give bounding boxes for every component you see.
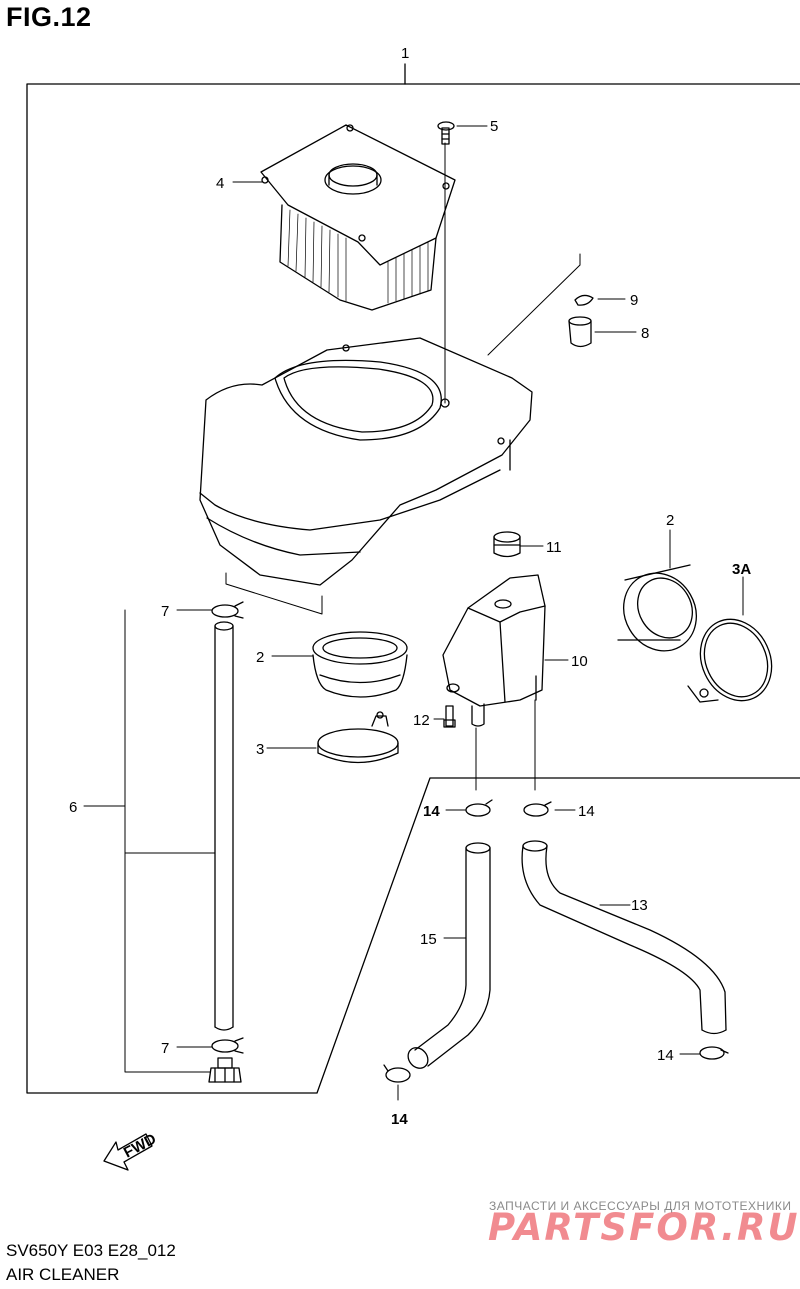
figure-title: FIG.12	[6, 2, 92, 32]
section-name: AIR CLEANER	[6, 1265, 120, 1284]
model-code: SV650Y E03 E28_012	[6, 1241, 176, 1260]
drain-tank-10	[442, 574, 546, 727]
callout-7-upper: 7	[161, 603, 169, 620]
fwd-arrow-icon	[103, 1133, 153, 1171]
watermark-logo: PARTSFOR.RU	[488, 1206, 800, 1249]
intake-boot-left	[312, 631, 408, 698]
hose-15	[407, 842, 491, 1069]
callout-1: 1	[401, 45, 409, 62]
callout-2-left: 2	[256, 649, 264, 666]
bolt-12	[443, 705, 456, 728]
hose-13	[521, 840, 727, 1035]
clip-7-upper	[211, 601, 244, 619]
clip-9	[574, 294, 594, 306]
assembly-frame	[26, 63, 800, 1094]
callout-4: 4	[216, 175, 224, 192]
air-cleaner-case	[199, 337, 533, 586]
callout-11: 11	[546, 539, 562, 556]
callout-7-lower: 7	[161, 1040, 169, 1057]
callout-9: 9	[630, 292, 638, 309]
grommet-11	[493, 531, 521, 558]
callout-10: 10	[571, 653, 588, 670]
callout-3a: 3A	[732, 561, 751, 578]
callout-5: 5	[490, 118, 498, 135]
clamp-3a	[687, 618, 773, 703]
callout-3: 3	[256, 741, 264, 758]
fwd-label: FWD	[121, 1130, 159, 1161]
leader-lines	[83, 125, 744, 1101]
callout-14-d: 14	[391, 1111, 408, 1128]
clip-14-b	[523, 801, 552, 817]
intake-boot-right	[617, 564, 697, 652]
callout-14-c: 14	[657, 1047, 674, 1064]
callout-8: 8	[641, 325, 649, 342]
clamp-3	[317, 711, 399, 764]
callout-2-right: 2	[666, 512, 674, 529]
callout-13: 13	[631, 897, 648, 914]
callout-14-a: 14	[423, 803, 440, 820]
callout-12: 12	[413, 712, 430, 729]
clip-7-lower	[211, 1037, 244, 1054]
callout-14-b: 14	[578, 803, 595, 820]
clip-14-a	[465, 799, 493, 817]
callout-6: 6	[69, 799, 77, 816]
clip-14-c	[699, 1046, 729, 1060]
clip-14-d	[383, 1064, 411, 1083]
callout-numbers: 1 4 5 9 8 11 2 3A 10 2 3 12 7 6 7 14 14 …	[69, 45, 751, 1128]
drain-plug	[208, 1057, 242, 1083]
air-filter-element	[260, 124, 456, 311]
callout-15: 15	[420, 931, 437, 948]
drain-hose-6	[214, 621, 234, 1031]
cap-8	[568, 316, 592, 348]
watermark-tagline: ЗАПЧАСТИ И АКСЕССУАРЫ ДЛЯ МОТОТЕХНИКИ	[489, 1199, 792, 1213]
screw-5	[437, 121, 455, 145]
